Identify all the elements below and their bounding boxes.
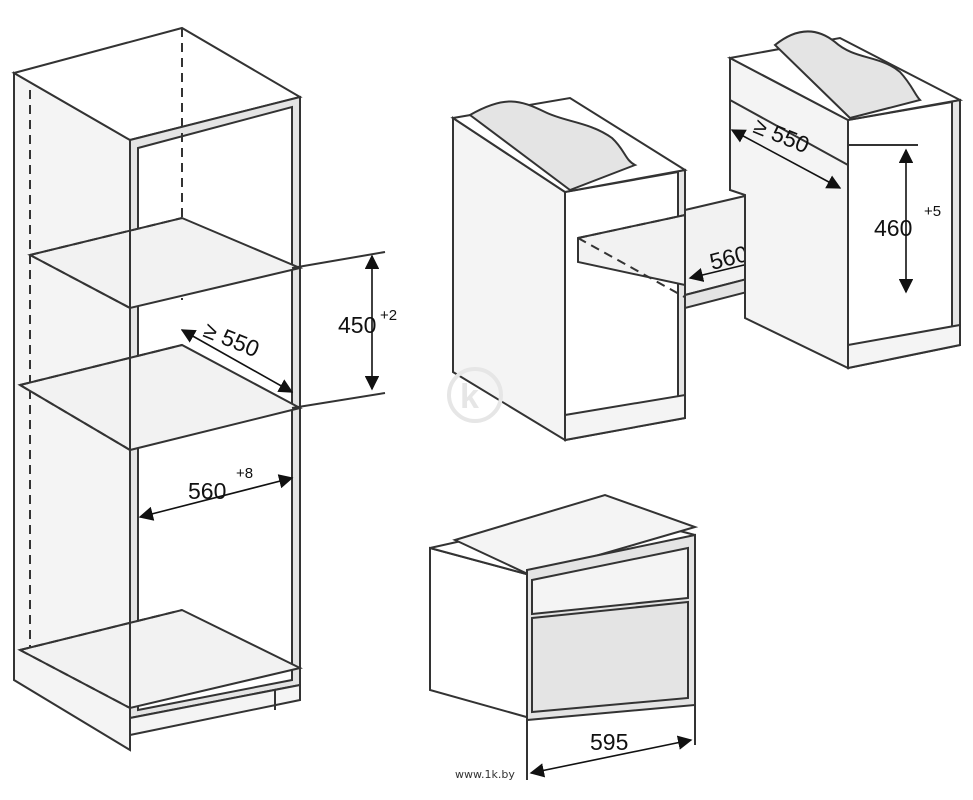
tall-width-dimension: 560 +8	[138, 465, 294, 521]
tall-width-tolerance: +8	[236, 465, 253, 482]
wall-height-label: 460	[874, 215, 912, 241]
wall-height-tolerance: +5	[924, 203, 941, 220]
watermark-logo: k	[447, 367, 503, 423]
tall-height-dimension: 450 +2	[291, 251, 397, 409]
tall-cabinet	[11, 26, 304, 752]
wall-height-dimension: 460 +5	[848, 144, 941, 294]
tall-height-tolerance: +2	[380, 307, 397, 324]
oven-unit	[429, 493, 699, 722]
oven-width-label: 595	[590, 729, 628, 755]
wall-cabinet	[726, 30, 964, 370]
oven-width-dimension: 595	[526, 705, 696, 780]
tall-width-label: 560	[188, 478, 226, 504]
base-cabinet	[450, 96, 691, 442]
svg-text:k: k	[460, 378, 479, 416]
tall-height-label: 450	[338, 312, 376, 338]
watermark-text: www.1k.by	[455, 768, 515, 781]
